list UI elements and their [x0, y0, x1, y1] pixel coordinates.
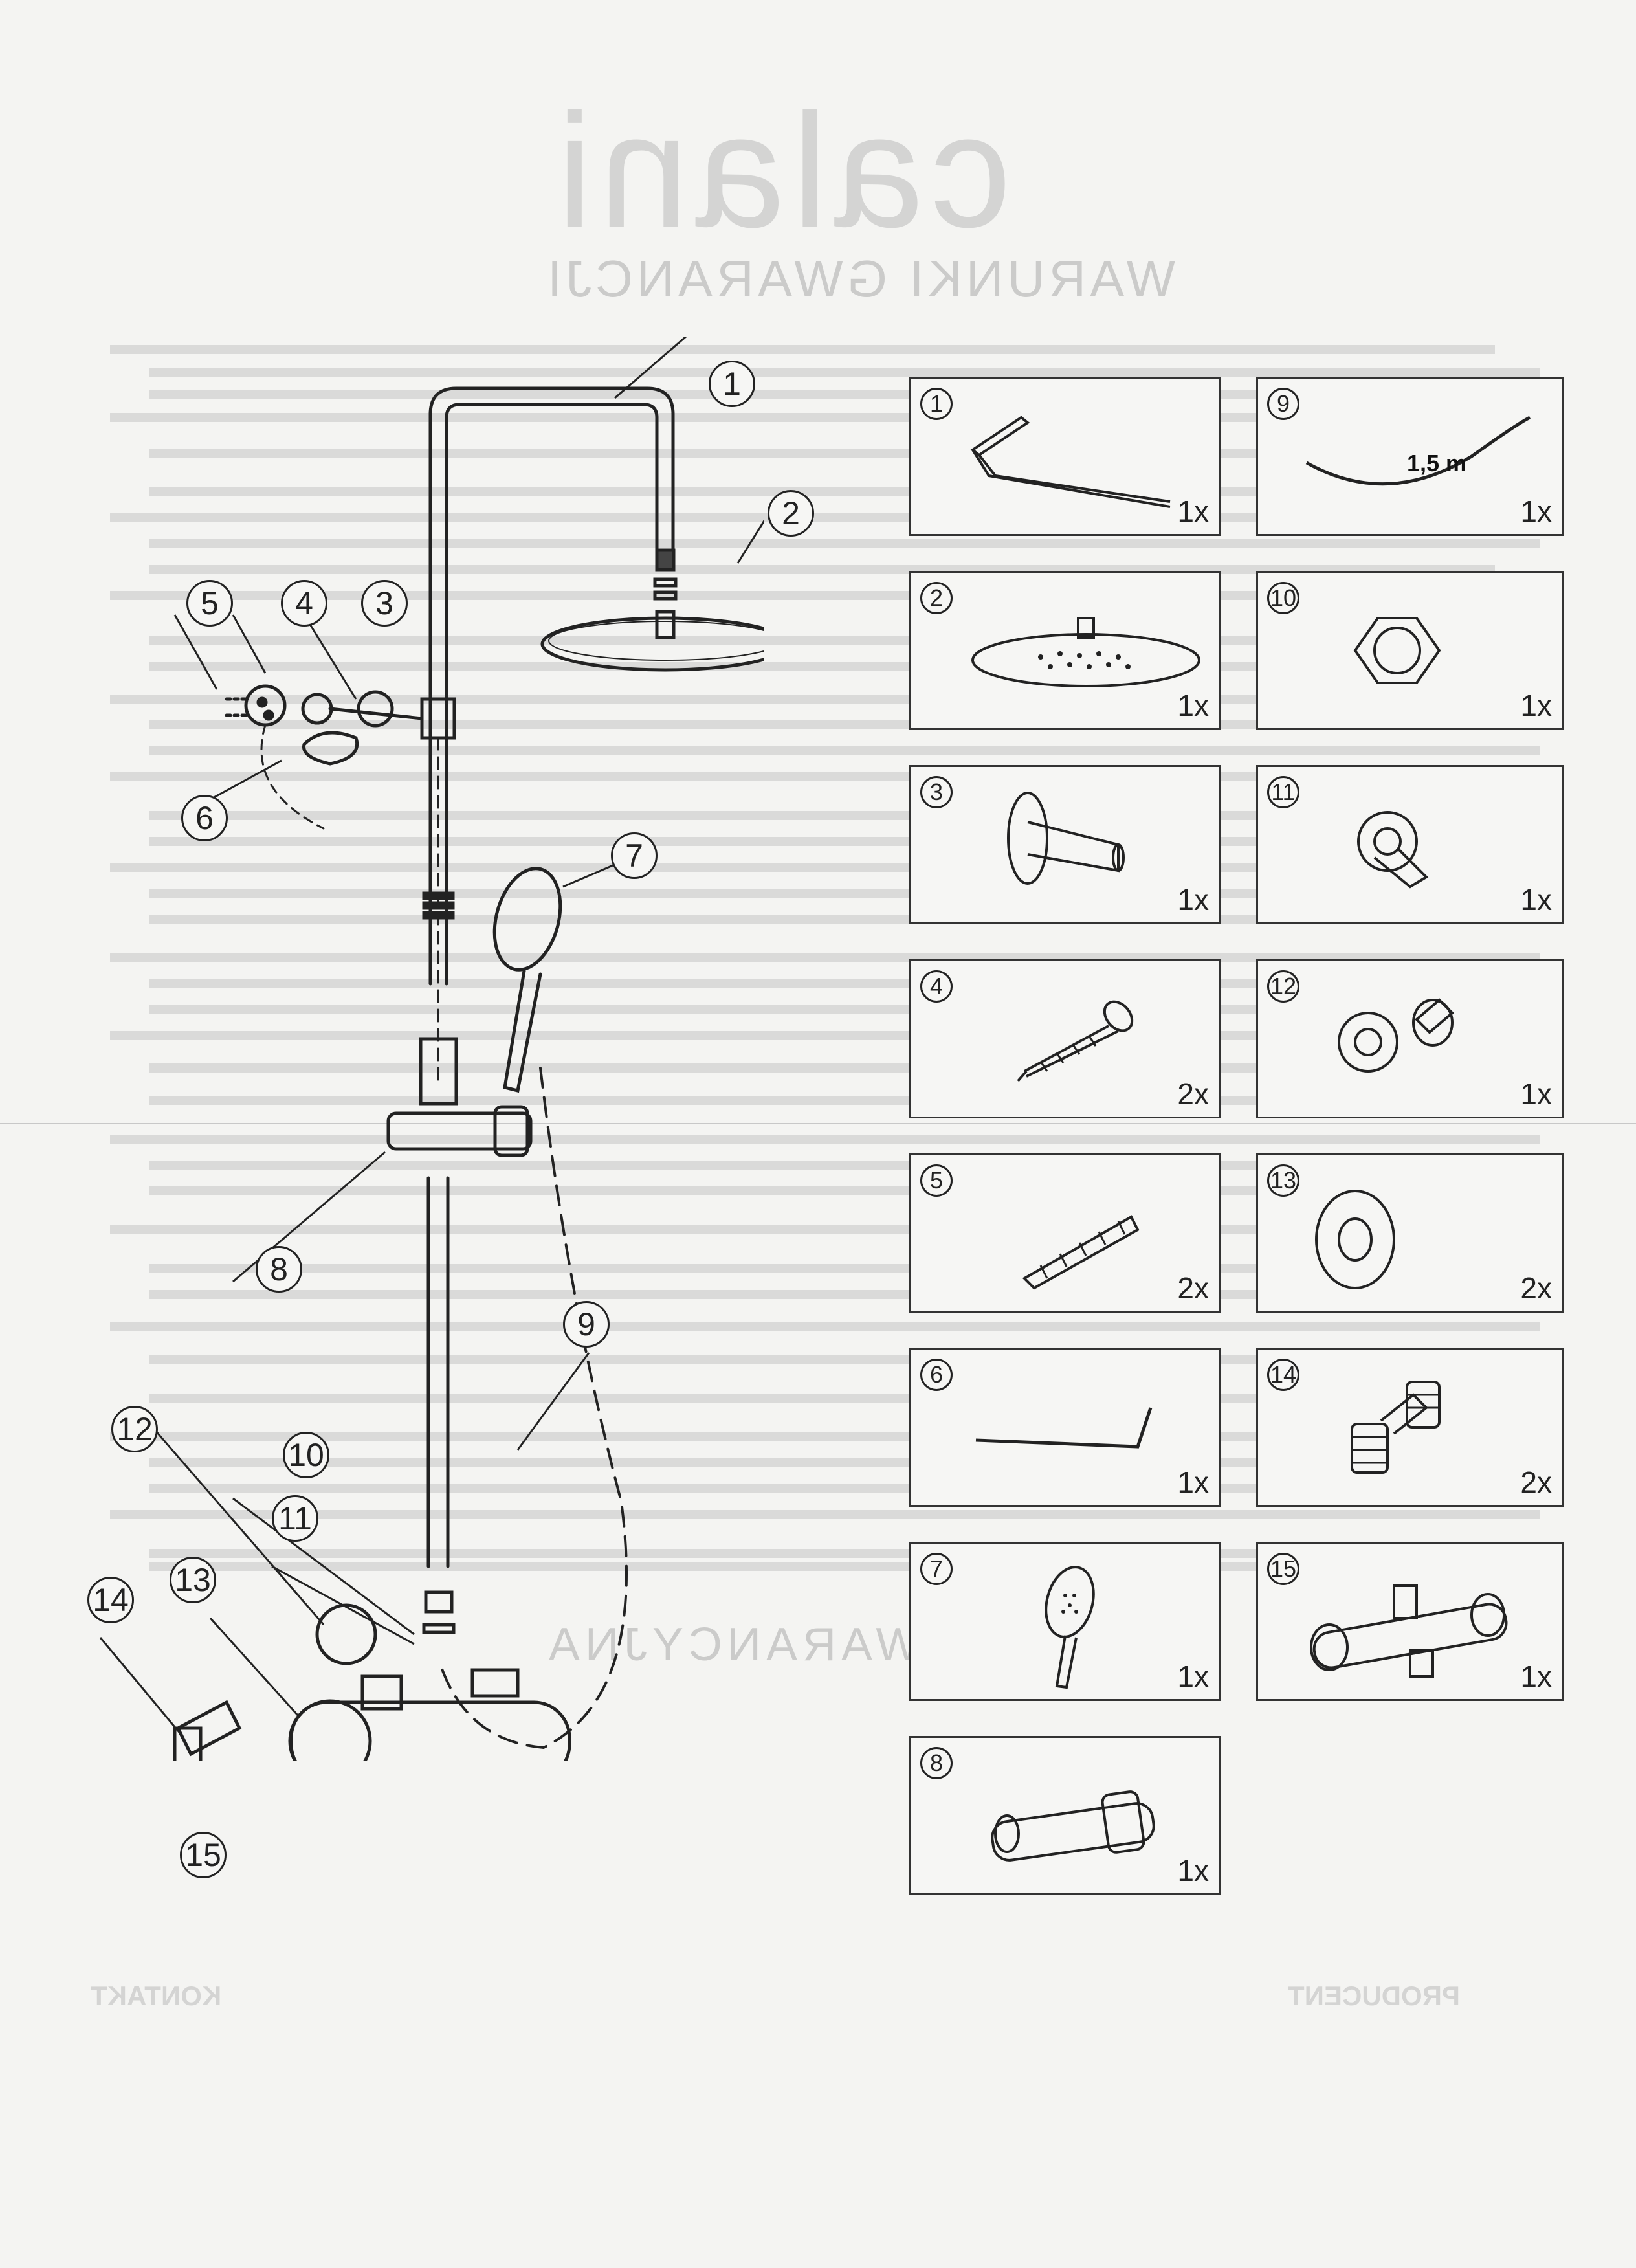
part-quantity: 1x	[1520, 1660, 1552, 1693]
part-card-12: 12 1x	[1256, 959, 1564, 1118]
riser-pipe	[428, 386, 675, 986]
thermostatic-mixer-icon	[1310, 1584, 1508, 1678]
slider-holder	[386, 1111, 533, 1151]
part-number: 5	[920, 1164, 953, 1197]
callout-5: 5	[186, 580, 233, 627]
part-quantity: 1x	[1177, 1660, 1209, 1693]
callout-15: 15	[180, 1832, 227, 1878]
part-number: 10	[1267, 582, 1299, 614]
part-number: 3	[920, 776, 953, 808]
part-card-6: 6 1x	[909, 1348, 1221, 1507]
callout-9: 9	[563, 1301, 610, 1348]
part-number: 1	[920, 388, 953, 420]
part-number: 9	[1267, 388, 1299, 420]
part-quantity: 1x	[1177, 689, 1209, 722]
part-number: 7	[920, 1553, 953, 1585]
part-number: 6	[920, 1359, 953, 1391]
callout-11: 11	[272, 1495, 318, 1542]
slider-holder-icon	[991, 1790, 1155, 1862]
part-card-2: 2 1x	[909, 571, 1221, 730]
part-quantity: 1x	[1177, 883, 1209, 917]
part-card-9: 9 1,5 m 1x	[1256, 377, 1564, 536]
cover-rosette-icon	[1315, 1190, 1395, 1289]
part-number: 15	[1267, 1553, 1299, 1585]
part-card-4: 4 2x	[909, 959, 1221, 1118]
callout-1: 1	[709, 361, 755, 407]
hand-shower-head	[492, 867, 562, 972]
part-quantity: 2x	[1177, 1271, 1209, 1305]
part-quantity: 2x	[1177, 1077, 1209, 1111]
part-quantity: 1x	[1520, 1077, 1552, 1111]
wall-plug-icon	[1022, 1215, 1140, 1290]
part-card-1: 1 1x	[909, 377, 1221, 536]
callout-8: 8	[256, 1246, 302, 1293]
assembly-diagram	[99, 337, 764, 1761]
callout-2: 2	[768, 490, 814, 537]
part-quantity: 1x	[1177, 495, 1209, 528]
shower-hose-icon	[1305, 416, 1531, 486]
callout-4: 4	[281, 580, 327, 627]
hex-nut-icon	[1353, 617, 1441, 684]
part-quantity: 2x	[1520, 1465, 1552, 1499]
part-number: 4	[920, 970, 953, 1003]
callout-12: 12	[111, 1406, 158, 1452]
callout-13: 13	[170, 1557, 216, 1603]
overhead-shower-head-icon	[971, 617, 1200, 687]
part-card-5: 5 2x	[909, 1153, 1221, 1313]
part-number: 14	[1267, 1359, 1299, 1391]
part-card-11: 11 1x	[1256, 765, 1564, 924]
part-card-7: 7 1x	[909, 1542, 1221, 1701]
filter-adapter-icon	[1338, 998, 1454, 1073]
part-card-10: 10 1x	[1256, 571, 1564, 730]
overhead-shower-head	[540, 616, 764, 672]
part-quantity: 2x	[1520, 1271, 1552, 1305]
part-number: 12	[1267, 970, 1299, 1003]
screw-icon	[1017, 1000, 1134, 1082]
wall-bracket-icon	[1007, 792, 1125, 885]
hand-shower-icon	[1045, 1566, 1095, 1689]
hex-key-icon	[975, 1407, 1153, 1449]
thermostatic-mixer	[289, 1700, 571, 1761]
part-quantity: 1x	[1520, 495, 1552, 528]
hose-length: 1,5 m	[1407, 450, 1467, 476]
callout-7: 7	[611, 832, 658, 879]
part-number: 8	[920, 1747, 953, 1779]
callout-3: 3	[361, 580, 408, 627]
shower-hose	[439, 1067, 628, 1750]
part-quantity: 1x	[1177, 1465, 1209, 1499]
part-quantity: 1x	[1520, 883, 1552, 917]
fold-line	[0, 1123, 1636, 1124]
part-quantity: 1x	[1520, 689, 1552, 722]
part-number: 2	[920, 582, 953, 614]
callout-10: 10	[283, 1432, 329, 1478]
part-quantity: 1x	[1177, 1854, 1209, 1887]
part-number: 13	[1267, 1164, 1299, 1197]
part-number: 11	[1267, 776, 1299, 808]
part-card-13: 13 2x	[1256, 1153, 1564, 1313]
part-card-8: 8 1x	[909, 1736, 1221, 1895]
part-card-14: 14 2x	[1256, 1348, 1564, 1507]
callout-14: 14	[87, 1577, 134, 1623]
part-card-15: 15 1x	[1256, 1542, 1564, 1701]
eccentric-connector-icon	[1351, 1381, 1441, 1474]
callout-6: 6	[181, 795, 228, 841]
part-card-3: 3 1x	[909, 765, 1221, 924]
threaded-adapter-icon	[1357, 811, 1429, 889]
riser-pipe-icon	[970, 416, 1171, 508]
